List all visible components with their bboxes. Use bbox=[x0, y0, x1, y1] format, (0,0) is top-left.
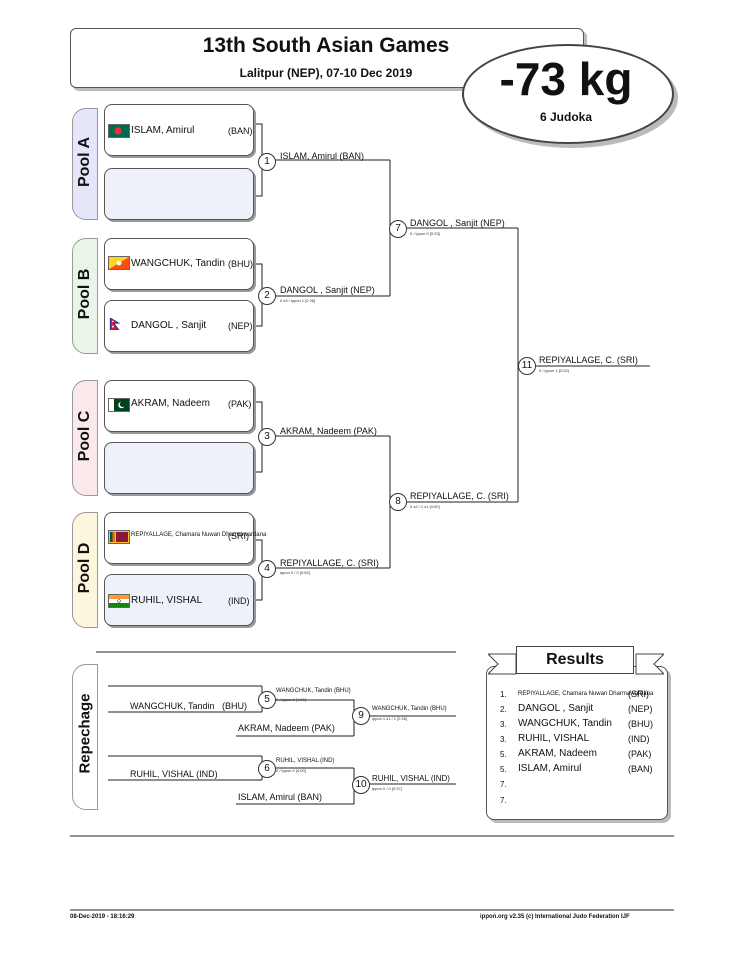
competitor-nation: (SRI) bbox=[228, 531, 249, 541]
repechage-entrant: RUHIL, VISHAL (IND) bbox=[130, 769, 218, 779]
repechage-entrant-nation: (BHU) bbox=[222, 701, 247, 711]
pool-a-text: Pool A bbox=[76, 136, 93, 188]
contest-number: 8 bbox=[389, 493, 407, 511]
result-nation: (IND) bbox=[628, 734, 650, 744]
result-rank: 1. bbox=[500, 690, 507, 699]
weight-class-oval bbox=[462, 44, 674, 144]
nepal-flag-icon bbox=[109, 318, 121, 330]
repechage-winner: WANGCHUK, Tandin (BHU) bbox=[372, 706, 447, 712]
result-name: ISLAM, Amirul bbox=[518, 763, 582, 774]
contest-score: 0 / ippon 0 [4:00] bbox=[276, 697, 306, 702]
competitor-name: REPIYALLAGE, Chamara Nuwan Dharmawardana bbox=[131, 532, 267, 538]
contest-number: 9 bbox=[352, 707, 370, 725]
pakistan-flag-icon bbox=[108, 398, 130, 412]
contest-number: 3 bbox=[258, 428, 276, 446]
event-subtitle: Lalitpur (NEP), 07-10 Dec 2019 bbox=[239, 66, 413, 80]
final-winner: REPIYALLAGE, C. (SRI) bbox=[539, 355, 638, 365]
contest-score: ippon 1 s1 / 1 [2:26] bbox=[372, 716, 408, 721]
pool-b-text: Pool B bbox=[76, 268, 93, 320]
repechage-entrant: WANGCHUK, Tandin bbox=[130, 701, 215, 711]
result-rank: 3. bbox=[500, 720, 507, 729]
results-ribbon-icon bbox=[488, 653, 664, 675]
result-rank: 3. bbox=[500, 735, 507, 744]
contest-score: 0 s2 / 1 s1 [4:00] bbox=[410, 504, 440, 509]
empty-competitor-box bbox=[104, 442, 254, 494]
competitor-name: ISLAM, Amirul bbox=[131, 125, 195, 136]
weight-class: -73 kg bbox=[499, 53, 633, 105]
contest-winner: ISLAM, Amirul (BAN) bbox=[280, 151, 365, 161]
result-name: REPIYALLAGE, Chamara Nuwan Dharmawardana bbox=[518, 691, 654, 697]
repechage-winner: RUHIL, VISHAL (IND) bbox=[276, 758, 335, 764]
empty-competitor-box bbox=[104, 168, 254, 220]
contest-number: 1 bbox=[258, 153, 276, 171]
result-rank: 2. bbox=[500, 705, 507, 714]
results-box bbox=[486, 666, 668, 820]
result-nation: (BAN) bbox=[628, 764, 653, 774]
result-rank: 5. bbox=[500, 765, 507, 774]
competitor-name: WANGCHUK, Tandin bbox=[131, 258, 225, 269]
repechage-winner: RUHIL, VISHAL (IND) bbox=[372, 774, 450, 783]
repechage-label-box: Repechage bbox=[72, 664, 98, 810]
contest-number: 10 bbox=[352, 776, 370, 794]
competitor-name: AKRAM, Nadeem bbox=[131, 398, 210, 409]
footer-credit: ippon.org v2.35 (c) International Judo F… bbox=[480, 914, 630, 920]
contest-winner: DANGOL , Sanjit (NEP) bbox=[280, 285, 375, 295]
competitor-name: RUHIL, VISHAL bbox=[131, 595, 203, 606]
result-nation: (NEP) bbox=[628, 704, 653, 714]
contest-score: 0 s3 / ippon 1 [2:26] bbox=[280, 298, 316, 303]
contest-score: 0 / ippon 0 [0:33] bbox=[410, 231, 440, 236]
contest-number: 4 bbox=[258, 560, 276, 578]
judoka-count: 6 Judoka bbox=[539, 110, 593, 124]
repechage-entrant: AKRAM, Nadeem (PAK) bbox=[238, 723, 335, 733]
competitor-nation: (BAN) bbox=[228, 126, 253, 136]
contest-number: 6 bbox=[258, 760, 276, 778]
contest-winner: REPIYALLAGE, C. (SRI) bbox=[410, 491, 509, 501]
pool-c-text: Pool C bbox=[76, 410, 93, 462]
repechage-label: Repechage bbox=[76, 693, 94, 774]
result-nation: (PAK) bbox=[628, 749, 652, 759]
result-name: WANGCHUK, Tandin bbox=[518, 718, 612, 729]
pool-d-text: Pool D bbox=[76, 542, 93, 594]
contest-number: 7 bbox=[389, 220, 407, 238]
competitor-nation: (PAK) bbox=[228, 399, 252, 409]
competitor-nation: (IND) bbox=[228, 596, 250, 606]
event-title: 13th South Asian Games bbox=[202, 34, 450, 57]
contest-winner: DANGOL , Sanjit (NEP) bbox=[410, 218, 505, 228]
result-rank: 7. bbox=[500, 796, 507, 805]
contest-number: 2 bbox=[258, 287, 276, 305]
repechage-entrant: ISLAM, Amirul (BAN) bbox=[238, 792, 323, 802]
pool-b-label: Pool B bbox=[72, 238, 98, 354]
results-title: Results bbox=[516, 646, 634, 674]
india-flag-icon bbox=[108, 594, 130, 608]
repechage-winner: WANGCHUK, Tandin (BHU) bbox=[276, 688, 351, 694]
footer-timestamp: 08-Dec-2019 - 18:16:29 bbox=[70, 914, 135, 920]
result-rank: 5. bbox=[500, 750, 507, 759]
pool-a-label: Pool A bbox=[72, 108, 98, 220]
contest-score: ippon 0 / 0 [0:52] bbox=[280, 570, 310, 575]
bangladesh-flag-icon bbox=[108, 124, 130, 138]
competitor-nation: (BHU) bbox=[228, 259, 253, 269]
competitor-box bbox=[104, 300, 254, 352]
result-name: RUHIL, VISHAL bbox=[518, 733, 590, 744]
contest-score: 0 / ippon 0 [4:00] bbox=[276, 768, 306, 773]
contest-number: 5 bbox=[258, 691, 276, 709]
result-name: DANGOL , Sanjit bbox=[518, 703, 594, 714]
result-nation: (BHU) bbox=[628, 719, 653, 729]
result-name: AKRAM, Nadeem bbox=[518, 748, 597, 759]
bhutan-flag-icon bbox=[108, 256, 130, 270]
pool-d-label: Pool D bbox=[72, 512, 98, 628]
contest-winner: REPIYALLAGE, C. (SRI) bbox=[280, 558, 379, 568]
competitor-nation: (NEP) bbox=[228, 321, 253, 331]
contest-score: 0 / ippon 1 [2:02] bbox=[539, 368, 569, 373]
sri-lanka-flag-icon bbox=[108, 530, 130, 544]
competitor-name: DANGOL , Sanjit bbox=[131, 320, 207, 331]
result-rank: 7. bbox=[500, 780, 507, 789]
contest-number: 11 bbox=[518, 357, 536, 375]
contest-score: ippon 0 / 0 [0:37] bbox=[372, 786, 402, 791]
result-nation: (SRI) bbox=[628, 689, 649, 699]
pool-c-label: Pool C bbox=[72, 380, 98, 496]
contest-winner: AKRAM, Nadeem (PAK) bbox=[280, 426, 377, 436]
